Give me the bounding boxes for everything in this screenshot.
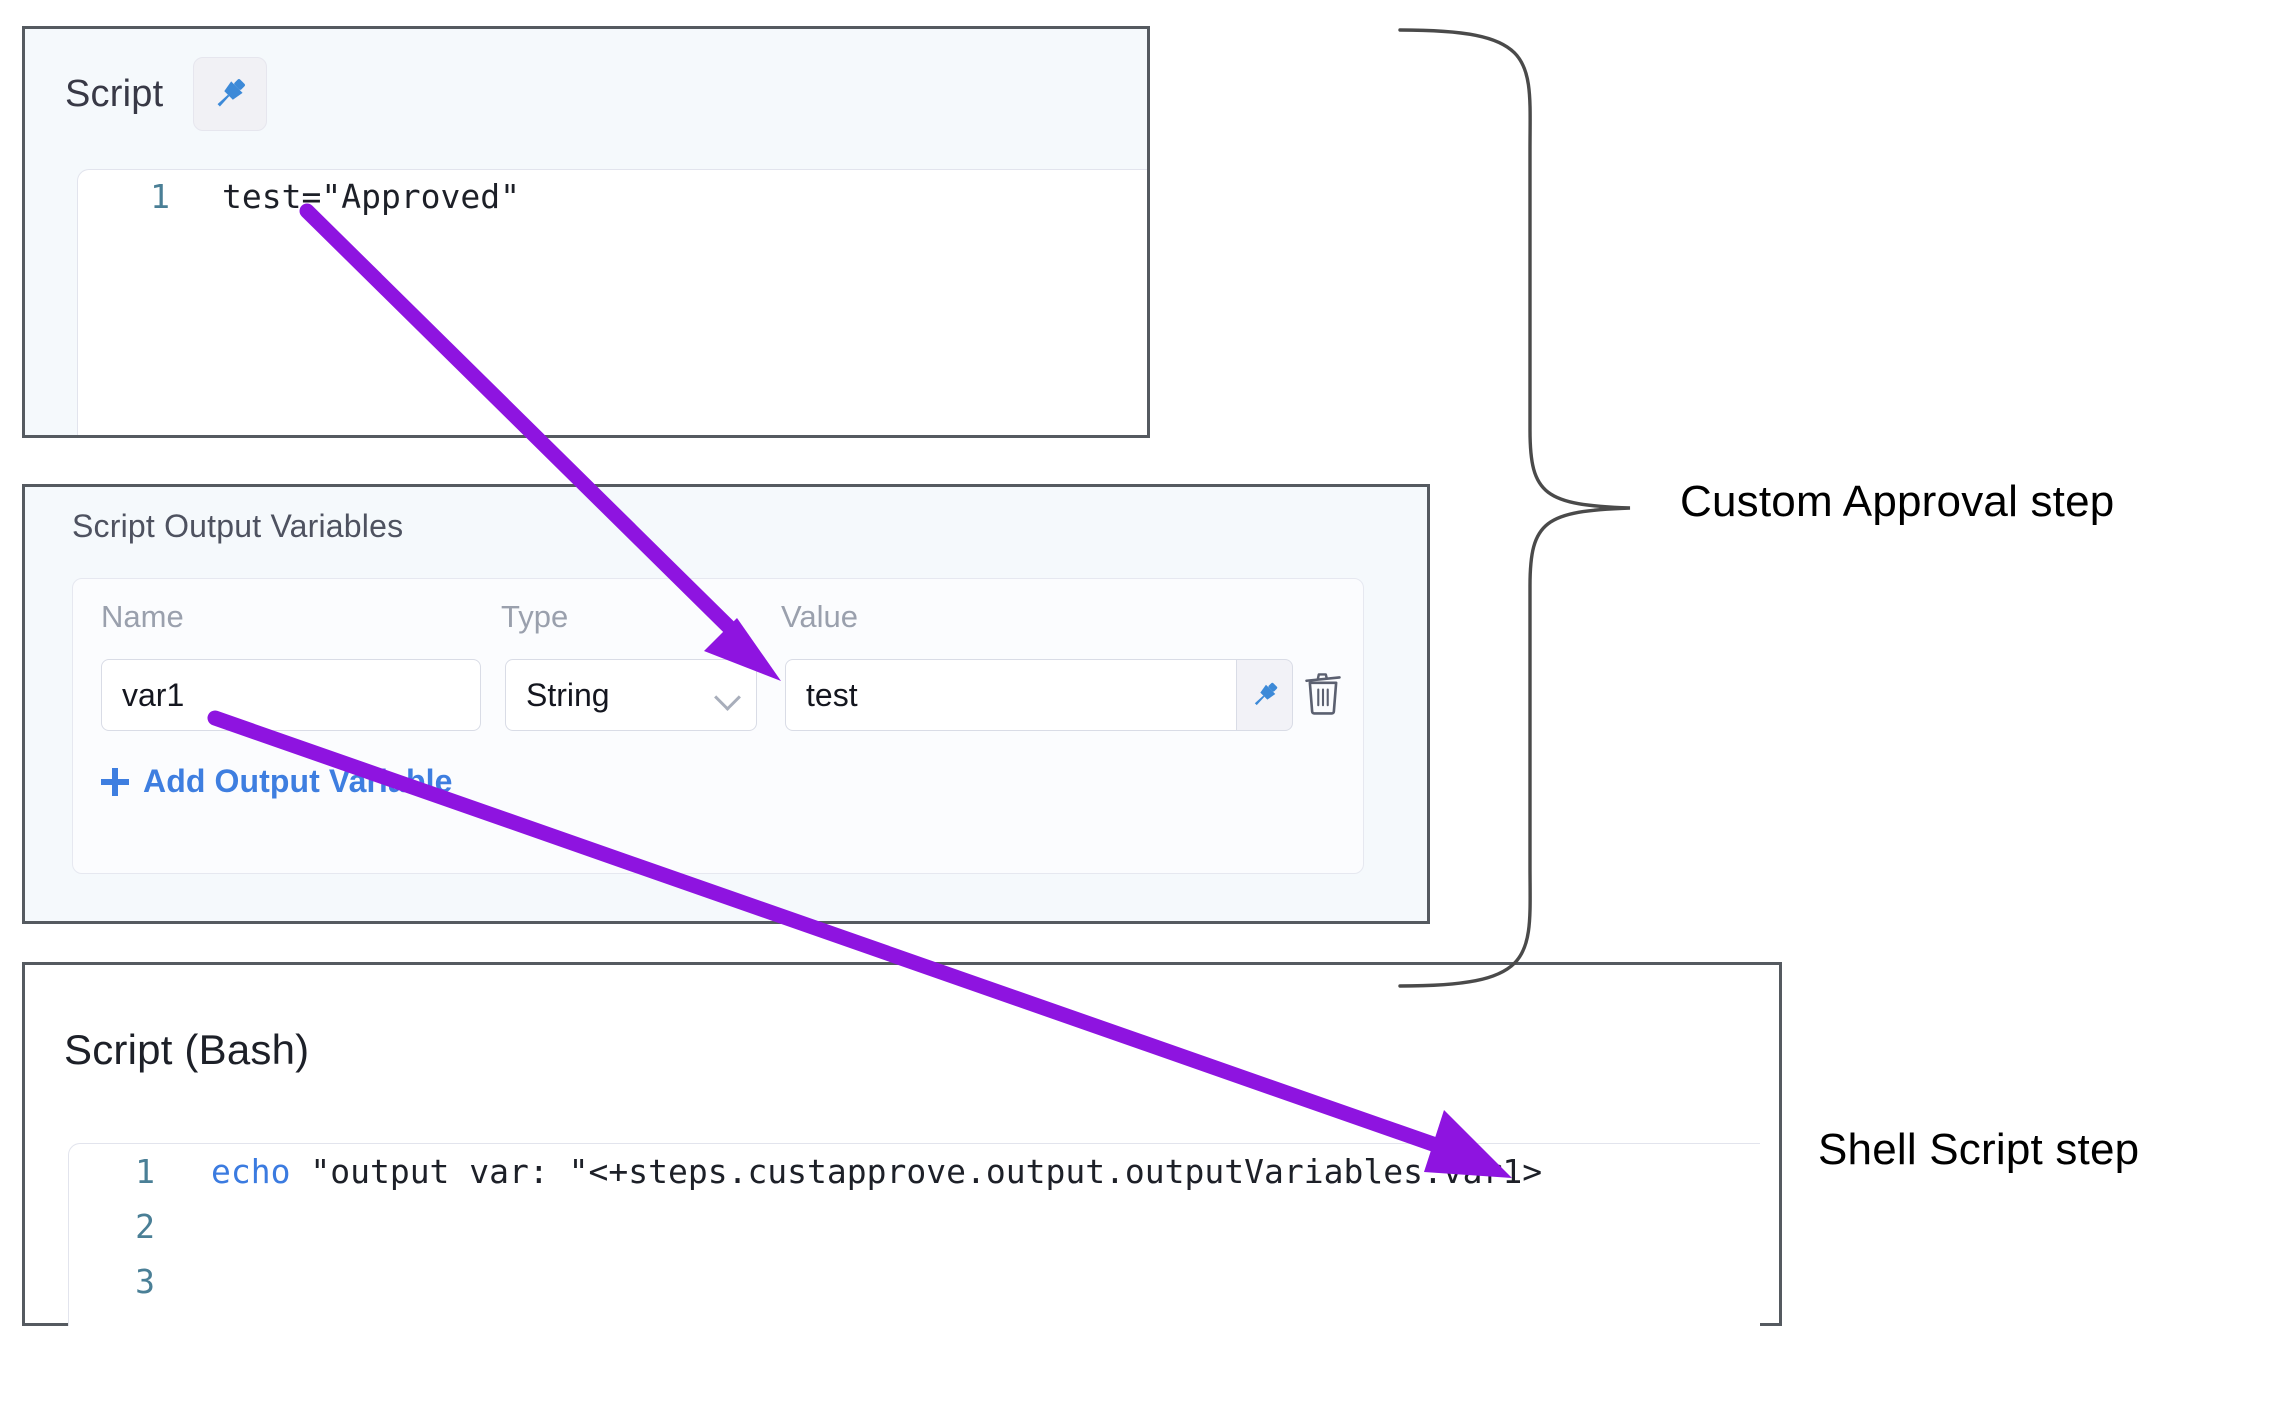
- variable-type-value: String: [526, 676, 610, 713]
- chevron-down-icon: [716, 688, 740, 702]
- add-output-variable-button[interactable]: Add Output Variable: [101, 763, 452, 800]
- script-code-editor[interactable]: 1 test="Approved": [77, 169, 1147, 435]
- bash-code-editor[interactable]: 1 echo "output var: "<+steps.custapprove…: [68, 1143, 1760, 1326]
- code-line: 1 test="Approved": [78, 170, 1147, 224]
- pushpin-icon: [217, 79, 246, 107]
- line-number: 1: [150, 177, 170, 216]
- variable-value-group: test: [785, 659, 1293, 731]
- shell-script-step-label: Shell Script step: [1818, 1125, 2140, 1174]
- output-variables-table: Name Type Value var1 String test: [72, 578, 1364, 874]
- pushpin-icon-button[interactable]: [193, 57, 268, 131]
- line-number: 2: [135, 1207, 155, 1246]
- code-keyword: echo: [211, 1152, 291, 1191]
- script-panel-header: Script: [25, 29, 1147, 131]
- custom-approval-brace-icon: [1398, 28, 1631, 988]
- script-panel-title: Script: [65, 73, 164, 115]
- add-output-variable-label: Add Output Variable: [143, 763, 453, 799]
- script-panel: Script 1 test="Approved": [22, 26, 1150, 438]
- value-pushpin-icon-button[interactable]: [1237, 659, 1293, 731]
- trash-icon: [1305, 673, 1341, 715]
- code-line: 2: [69, 1199, 1760, 1254]
- code-string: "output var: ": [290, 1152, 589, 1191]
- variable-name-input[interactable]: var1: [101, 659, 481, 731]
- script-output-variables-title: Script Output Variables: [72, 508, 404, 544]
- column-header-type: Type: [501, 599, 569, 634]
- variable-type-select[interactable]: String: [505, 659, 757, 731]
- code-line-text: echo "output var: "<+steps.custapprove.o…: [155, 1144, 1542, 1199]
- line-number: 1: [135, 1152, 155, 1191]
- code-line: 3: [69, 1254, 1760, 1309]
- delete-variable-button[interactable]: [1295, 657, 1351, 729]
- pushpin-icon: [1254, 682, 1277, 706]
- output-variables-column-headers: Name Type Value: [101, 599, 1363, 643]
- code-expression: <+steps.custapprove.output.outputVariabl…: [588, 1152, 1543, 1191]
- column-header-name: Name: [101, 599, 184, 634]
- bash-script-title: Script (Bash): [64, 1026, 310, 1073]
- column-header-value: Value: [781, 599, 858, 634]
- custom-approval-step-label: Custom Approval step: [1680, 477, 2115, 526]
- plus-icon: [101, 767, 129, 796]
- code-line: 1 echo "output var: "<+steps.custapprove…: [69, 1144, 1760, 1199]
- variable-value-input[interactable]: test: [785, 659, 1237, 731]
- code-line-text: test="Approved": [222, 177, 521, 216]
- line-number: 3: [135, 1262, 155, 1301]
